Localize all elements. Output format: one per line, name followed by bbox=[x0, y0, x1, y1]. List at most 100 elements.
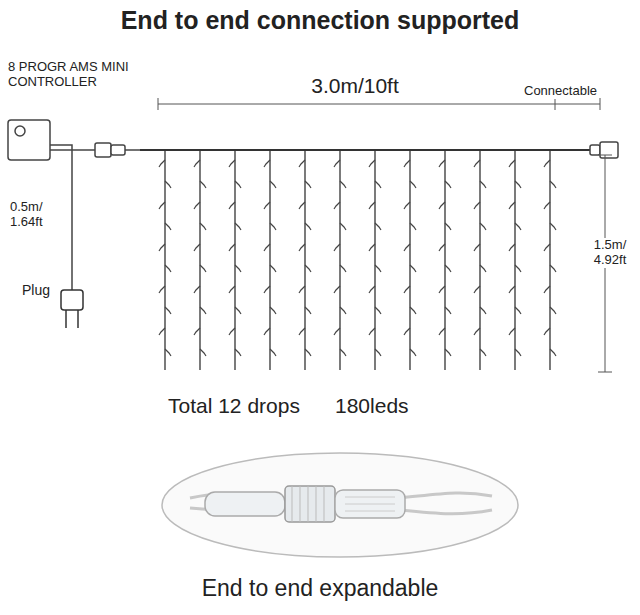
controller-button bbox=[15, 126, 25, 136]
closeup-ridges bbox=[292, 486, 324, 522]
led-bulb bbox=[235, 349, 241, 356]
led-bulb bbox=[194, 160, 200, 167]
controller-box bbox=[8, 120, 50, 160]
led-bulb bbox=[235, 181, 241, 188]
led-count-label: 180leds bbox=[335, 394, 409, 418]
led-bulb bbox=[270, 181, 276, 188]
caption: End to end expandable bbox=[0, 575, 640, 601]
led-bulb bbox=[264, 244, 270, 251]
led-bulb bbox=[410, 181, 416, 188]
led-bulb bbox=[299, 286, 305, 293]
led-bulb bbox=[305, 307, 311, 314]
drop-wire bbox=[479, 150, 480, 370]
led-bulb bbox=[200, 307, 206, 314]
led-bulb bbox=[375, 307, 381, 314]
connector-part bbox=[590, 145, 600, 155]
led-bulb bbox=[334, 160, 340, 167]
led-bulb bbox=[165, 181, 171, 188]
drop-wire bbox=[514, 150, 515, 370]
led-bulb bbox=[474, 328, 480, 335]
led-bulb bbox=[159, 286, 165, 293]
led-bulb bbox=[305, 181, 311, 188]
led-bulb bbox=[550, 265, 556, 272]
led-bulb bbox=[550, 223, 556, 230]
led-bulb bbox=[550, 349, 556, 356]
led-bulb bbox=[550, 307, 556, 314]
plug-prong bbox=[77, 310, 79, 328]
led-bulb bbox=[159, 328, 165, 335]
dimension-tick bbox=[600, 98, 601, 110]
led-bulb bbox=[264, 202, 270, 209]
controller bbox=[8, 120, 50, 160]
led-bulb bbox=[299, 244, 305, 251]
dimension-tick bbox=[555, 98, 556, 110]
led-bulb bbox=[165, 349, 171, 356]
led-bulb bbox=[194, 328, 200, 335]
led-bulb bbox=[509, 328, 515, 335]
title: End to end connection supported bbox=[0, 6, 640, 35]
led-bulb bbox=[340, 307, 346, 314]
led-bulb bbox=[270, 349, 276, 356]
led-bulb bbox=[445, 307, 451, 314]
led-bulb bbox=[270, 265, 276, 272]
dimension-tick bbox=[598, 155, 612, 156]
led-bulb bbox=[404, 286, 410, 293]
led-bulb bbox=[509, 244, 515, 251]
led-bulb bbox=[474, 286, 480, 293]
led-bulb bbox=[305, 223, 311, 230]
led-bulb bbox=[410, 307, 416, 314]
led-bulb bbox=[200, 265, 206, 272]
led-bulb bbox=[229, 328, 235, 335]
led-bulb bbox=[375, 349, 381, 356]
plug-prong bbox=[65, 310, 67, 328]
drop-wire bbox=[199, 150, 200, 370]
led-bulb bbox=[305, 265, 311, 272]
led-bulb bbox=[200, 223, 206, 230]
led-bulb bbox=[270, 223, 276, 230]
drop-wire bbox=[409, 150, 410, 370]
led-bulb bbox=[165, 307, 171, 314]
led-bulb bbox=[340, 223, 346, 230]
led-bulb bbox=[544, 244, 550, 251]
led-bulb bbox=[305, 349, 311, 356]
closeup-plug-body bbox=[205, 492, 285, 516]
plug-symbol bbox=[61, 290, 83, 328]
led-bulb bbox=[194, 244, 200, 251]
dimension-line bbox=[158, 104, 600, 105]
led-bulb bbox=[200, 181, 206, 188]
input-connector bbox=[95, 143, 125, 157]
led-bulb bbox=[369, 160, 375, 167]
led-bulb bbox=[480, 265, 486, 272]
led-bulb bbox=[544, 286, 550, 293]
drop-count-label: Total 12 drops bbox=[168, 394, 300, 418]
led-bulb bbox=[439, 244, 445, 251]
led-bulb bbox=[299, 328, 305, 335]
lead-wire bbox=[50, 149, 95, 151]
led-bulb bbox=[334, 244, 340, 251]
closeup-ring bbox=[162, 453, 518, 557]
led-bulb bbox=[375, 223, 381, 230]
led-bulb bbox=[369, 328, 375, 335]
led-bulb bbox=[235, 223, 241, 230]
led-bulb bbox=[229, 160, 235, 167]
led-bulb bbox=[439, 202, 445, 209]
led-bulb bbox=[369, 286, 375, 293]
drop-wire bbox=[374, 150, 375, 370]
led-bulb bbox=[229, 202, 235, 209]
led-bulb bbox=[515, 349, 521, 356]
led-bulb bbox=[334, 328, 340, 335]
led-bulb bbox=[439, 286, 445, 293]
led-bulb bbox=[439, 328, 445, 335]
led-bulb bbox=[544, 202, 550, 209]
led-bulb bbox=[264, 328, 270, 335]
led-bulb bbox=[194, 202, 200, 209]
closeup-socket bbox=[335, 490, 405, 518]
led-bulb bbox=[270, 307, 276, 314]
led-bulb bbox=[404, 328, 410, 335]
led-bulb bbox=[544, 160, 550, 167]
closeup-pins bbox=[345, 497, 395, 511]
led-bulb bbox=[229, 244, 235, 251]
led-bulb bbox=[404, 160, 410, 167]
led-bulb bbox=[264, 160, 270, 167]
led-bulb bbox=[235, 265, 241, 272]
